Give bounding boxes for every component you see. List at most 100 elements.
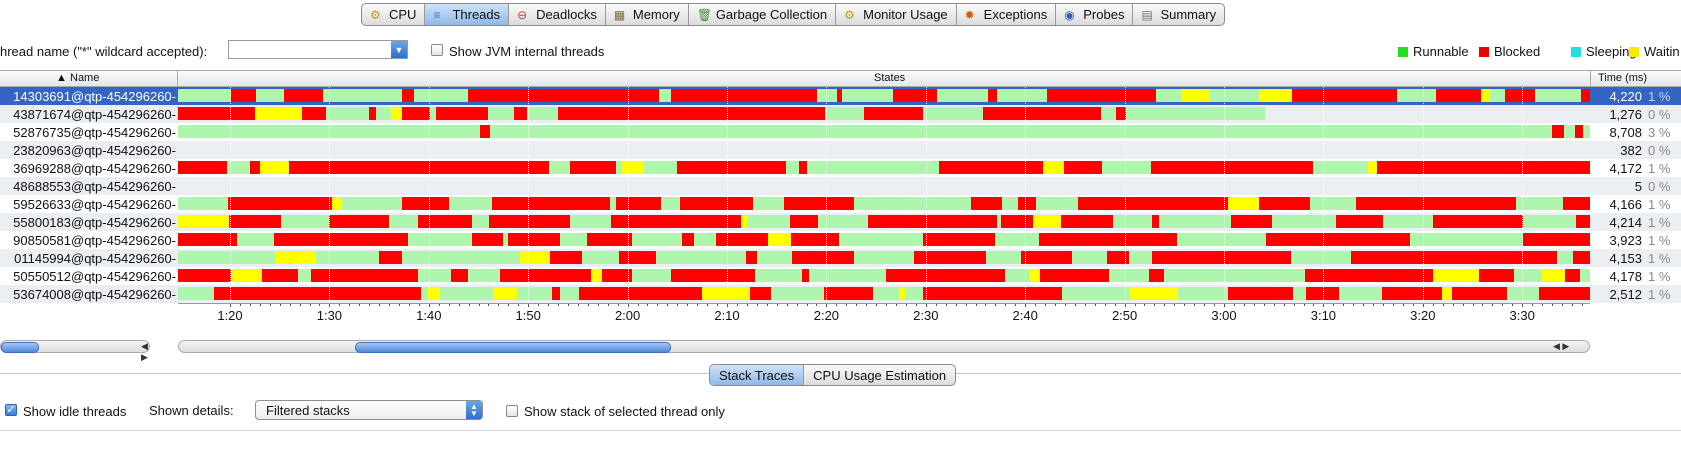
tab-deadlocks[interactable]: ⊖Deadlocks [509,4,606,25]
exceptions-icon: ✹ [964,7,975,22]
grid-line [1025,87,1027,302]
timeline-scrollbar[interactable]: ◀ ▶ [178,340,1590,353]
tab-threads[interactable]: ≡Threads [425,4,510,25]
col-header-states[interactable]: States [874,72,906,84]
axis-minor-tick [508,304,510,306]
axis-minor-tick [886,304,888,306]
thread-state-bar [178,215,1590,228]
axis-minor-tick [806,304,808,306]
axis-minor-tick [1144,304,1146,306]
table-header: ▲ Name States Time (ms) [0,70,1681,87]
selected-thread-only-label: Show stack of selected thread only [524,404,725,419]
grid-line [1124,87,1126,302]
show-jvm-threads-checkbox[interactable] [431,44,443,56]
sort-asc-icon: ▲ [56,72,67,84]
thread-time-percent: 0 % [1648,179,1671,194]
axis-minor-tick [836,304,838,306]
scroll-arrows-icon[interactable]: ◀ ▶ [141,341,148,362]
axis-minor-tick [1383,304,1385,306]
axis-minor-tick [1074,304,1076,306]
axis-minor-tick [776,304,778,306]
col-header-time[interactable]: Time (ms) [1598,72,1648,84]
tab-label: Exceptions [983,7,1048,22]
axis-minor-tick [1273,304,1275,306]
thread-state-bar [178,251,1590,264]
tab-cpu-usage-estimation[interactable]: CPU Usage Estimation [813,367,947,383]
axis-minor-tick [279,304,281,306]
scroll-thumb[interactable] [1,342,39,353]
grid-line [727,87,728,302]
axis-minor-tick [687,304,689,306]
axis-minor-tick [1283,304,1285,306]
tab-stack-traces[interactable]: Stack Traces [710,365,805,385]
thread-state-bar [178,125,1590,138]
combo-dropdown-icon[interactable]: ▼ [391,41,407,58]
timeline-scroll-arrows-icon[interactable]: ◀ ▶ [1553,341,1570,351]
timeline-scroll-thumb[interactable] [355,342,671,353]
thread-time-percent: 1 % [1648,287,1671,302]
tab-probes[interactable]: ◉Probes [1056,4,1134,25]
profiler-tab-bar: ⚙ CPU ≡Threads⊖Deadlocks▦Memory🗑Garbage Co… [361,3,1226,26]
axis-minor-tick [249,304,251,306]
tab-label: CPU [389,7,417,22]
grid-line [1422,87,1424,302]
select-updown-icon[interactable]: ▲▼ [466,401,482,419]
show-idle-threads-checkbox[interactable]: ✓ [5,404,17,416]
tab-label: Summary [1160,7,1217,22]
tab-cpu[interactable]: ⚙ CPU [362,4,426,25]
cpu-icon: ⚙ [370,7,381,22]
thread-time-percent: 0 % [1648,143,1671,158]
axis-tick [230,304,231,307]
shown-details-select[interactable]: Filtered stacks ▲▼ [255,400,483,420]
legend-label: Sleeping [1586,44,1637,59]
thread-time: 4,220 [1609,89,1642,104]
axis-minor-tick [319,304,321,306]
axis-minor-tick [677,304,679,306]
thread-time-percent: 1 % [1648,89,1671,104]
legend-swatch [1571,46,1581,57]
axis-minor-tick [895,304,897,306]
axis-tick [1025,304,1027,307]
selected-thread-only-checkbox[interactable] [506,405,518,417]
threads-icon: ≡ [433,7,441,22]
tab-exceptions[interactable]: ✹ Exceptions [957,4,1057,25]
axis-minor-tick [945,304,947,306]
summary-icon: ▤ [1141,7,1153,22]
thread-time-percent: 1 % [1648,215,1671,230]
axis-minor-tick [667,304,669,306]
name-column-scrollbar[interactable]: ◀ ▶ [0,340,150,362]
tab-summary[interactable]: ▤ Summary [1133,4,1224,25]
axis-tick [528,304,530,307]
tab-garbage-collection[interactable]: 🗑Garbage Collection [689,4,837,25]
grid-line [1323,87,1325,302]
axis-minor-tick [1084,304,1086,306]
axis-minor-tick [538,304,540,306]
thread-time: 4,172 [1609,161,1642,176]
axis-minor-tick [607,304,609,306]
thread-name: 90850581@qtp-454296260- [13,233,176,248]
thread-name-combo[interactable]: ▼ [228,40,408,59]
tab-memory[interactable]: ▦Memory [606,4,689,25]
axis-minor-tick [1094,304,1096,306]
memory-icon: ▦ [613,7,626,22]
axis-minor-tick [1392,304,1394,306]
grid-line [230,87,231,302]
axis-minor-tick [995,304,997,306]
col-header-name[interactable]: Name [70,72,100,84]
deadlock-icon: ⊖ [517,7,528,22]
tab-monitor-usage[interactable]: ⚙Monitor Usage [836,4,957,25]
axis-minor-tick [816,304,818,306]
axis-minor-tick [1492,304,1494,306]
